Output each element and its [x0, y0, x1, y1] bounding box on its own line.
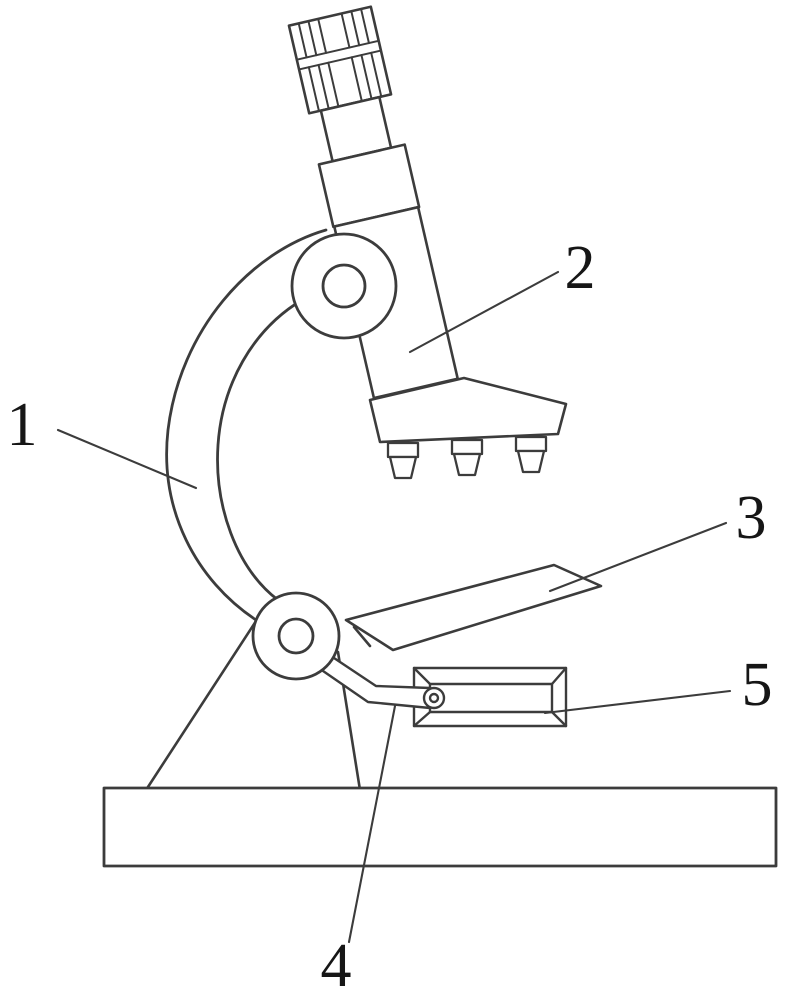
leader-line-1: [56, 428, 198, 490]
objective-lens: [514, 435, 548, 474]
hatch-line: [297, 23, 308, 59]
optical-tube-assembly: [287, 5, 460, 400]
base-plate: [102, 786, 778, 868]
knurl-divider-line: [298, 49, 382, 71]
hatch-line: [327, 61, 340, 107]
frame-corner-line: [412, 666, 432, 686]
hatch-line: [350, 11, 361, 47]
label-2: 2: [565, 234, 596, 302]
leader-line-3: [548, 521, 728, 593]
hatch-line: [307, 66, 320, 112]
hatch-line: [350, 56, 363, 102]
frame-corner-line: [550, 710, 568, 728]
drawing-root: [56, 5, 778, 944]
knurl-hatching: [295, 8, 383, 112]
objective-neck: [450, 438, 484, 456]
nosepiece-turret: [368, 376, 568, 444]
label-4: 4: [321, 932, 352, 1000]
arm-outer-curve: [165, 228, 328, 622]
upper-hinge-axle: [321, 263, 367, 309]
lower-pivot-axle: [277, 617, 315, 655]
reference-numerals: 1 2 3 4 5: [7, 234, 773, 1000]
knurl-divider-line: [295, 39, 380, 61]
hatch-line: [317, 18, 328, 54]
leader-line-2: [408, 270, 560, 354]
objective-lens: [450, 438, 484, 477]
objective-neck: [386, 441, 420, 459]
objective-lenses: [386, 435, 548, 480]
objective-tip: [452, 452, 482, 477]
objective-tip: [516, 449, 546, 474]
hatch-line: [360, 54, 373, 99]
label-5: 5: [742, 651, 773, 719]
leader-lines: [56, 270, 732, 944]
bracket-pin-center: [428, 692, 440, 704]
objective-tip: [388, 455, 418, 480]
leader-line-4: [347, 704, 397, 944]
hatch-line: [307, 21, 318, 57]
label-1: 1: [7, 391, 38, 459]
hatch-line: [317, 63, 330, 109]
specimen-stage: [344, 563, 603, 652]
hatch-line: [360, 8, 370, 45]
stage-edge-line: [352, 625, 372, 648]
arm-inner-curve: [216, 298, 304, 602]
hatch-line: [340, 13, 351, 49]
hatch-line: [370, 51, 383, 97]
label-3: 3: [736, 484, 767, 552]
objective-neck: [514, 435, 548, 453]
leader-line-5: [543, 689, 732, 715]
frame-corner-line: [412, 710, 432, 728]
curved-support-arm: [165, 228, 328, 622]
objective-lens: [386, 441, 420, 480]
stage-plate: [344, 563, 603, 652]
frame-corner-line: [550, 666, 568, 686]
frame-inner: [428, 682, 554, 714]
